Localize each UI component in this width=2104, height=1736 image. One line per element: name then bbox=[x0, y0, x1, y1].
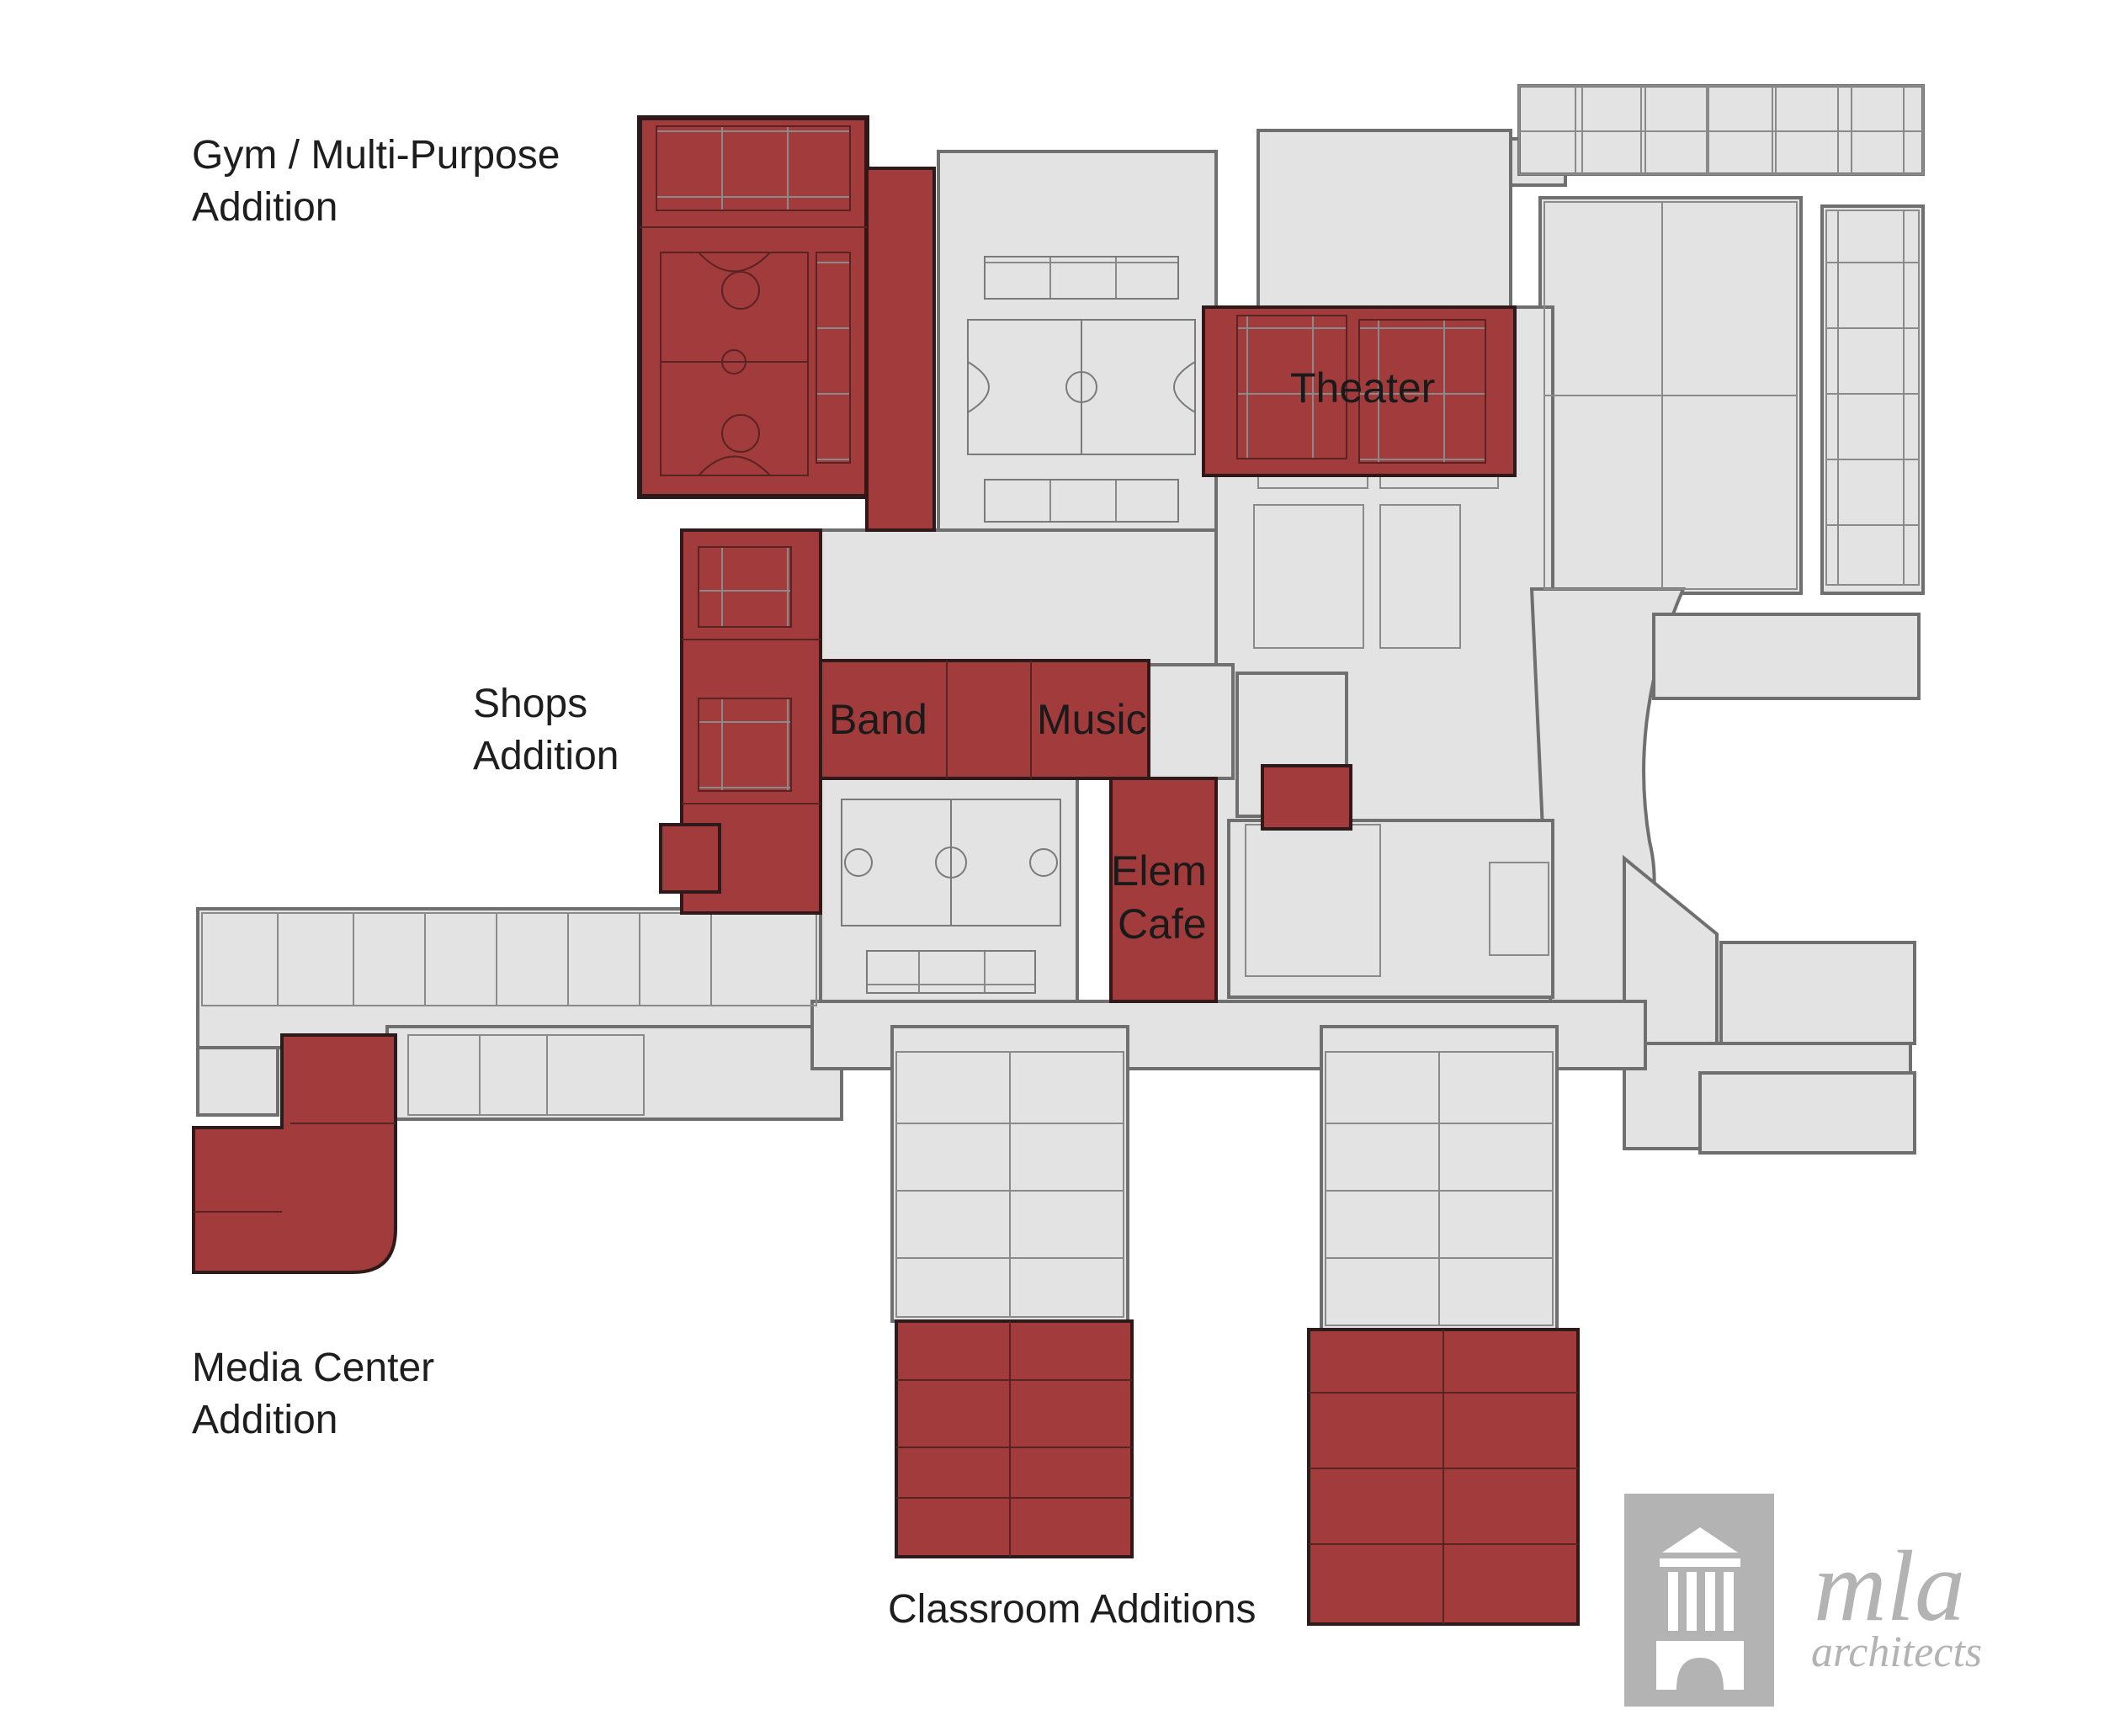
room-label-theater: Theater bbox=[1290, 364, 1435, 411]
existing-room-grid bbox=[201, 85, 1924, 1326]
elem-gym-court bbox=[841, 799, 1061, 994]
room-label-band: Band bbox=[829, 696, 927, 743]
room-label-music: Music bbox=[1037, 696, 1147, 743]
addition-room-grid bbox=[194, 125, 1578, 1624]
shops-addition-label: Shops Addition bbox=[473, 678, 619, 783]
logo-subtitle: architects bbox=[1811, 1628, 1982, 1676]
classroom-additions-label: Classroom Additions bbox=[888, 1587, 1257, 1632]
room-label-cafe: Cafe bbox=[1118, 900, 1207, 948]
media-addition-label-line1: Media Center bbox=[192, 1346, 435, 1390]
logo: mla architects bbox=[1624, 1494, 1982, 1707]
temple-icon bbox=[1656, 1527, 1744, 1690]
media-addition-label-line2: Addition bbox=[192, 1398, 338, 1442]
shops-addition-label-line2: Addition bbox=[473, 734, 619, 778]
shops-addition-label-line1: Shops bbox=[473, 682, 588, 726]
logo-name: mla bbox=[1814, 1530, 1965, 1642]
gym-addition-label-line2: Addition bbox=[192, 185, 338, 230]
media-addition-label: Media Center Addition bbox=[192, 1342, 434, 1447]
gym-addition-label-line1: Gym / Multi-Purpose bbox=[192, 133, 561, 178]
central-gym-court bbox=[967, 256, 1196, 523]
gym-addition-label: Gym / Multi-Purpose Addition bbox=[192, 130, 560, 234]
room-label-elem: Elem bbox=[1111, 847, 1207, 895]
